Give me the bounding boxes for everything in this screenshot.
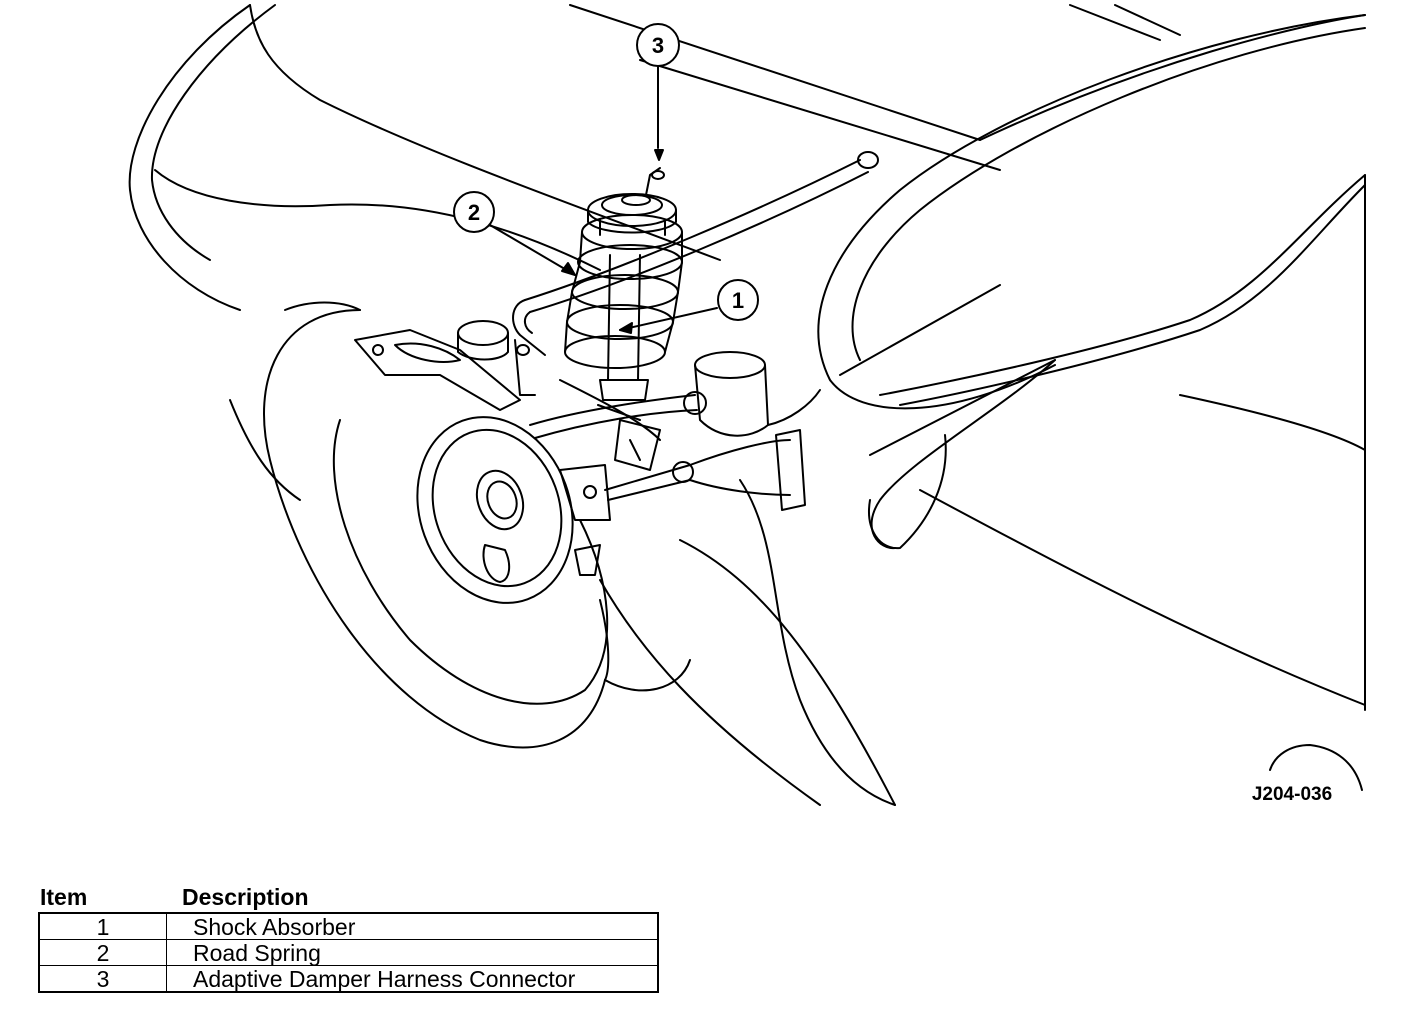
legend-row: 1 Shock Absorber bbox=[38, 912, 659, 940]
callout-2: 2 bbox=[453, 191, 576, 276]
callout-3-number: 3 bbox=[652, 33, 664, 58]
callout-1: 1 bbox=[619, 279, 759, 334]
mounting-bracket bbox=[354, 329, 521, 411]
callout-1-number: 1 bbox=[732, 288, 744, 313]
legend-header-item: Item bbox=[40, 884, 88, 910]
legend-header-description: Description bbox=[182, 884, 309, 910]
upper-arm bbox=[529, 379, 707, 441]
reservoir-cap bbox=[457, 320, 530, 361]
legend: Item Description 1 Shock Absorber 2 Road… bbox=[38, 884, 662, 993]
suspension-diagram: 1 2 3 J204-036 bbox=[128, 4, 1366, 806]
vehicle-body-outline bbox=[128, 4, 1366, 806]
shock-absorber bbox=[597, 219, 666, 421]
legend-item-description: Road Spring bbox=[166, 939, 659, 966]
figure-id-label: J204-036 bbox=[1252, 784, 1332, 805]
legend-item-description: Shock Absorber bbox=[166, 912, 659, 940]
anti-roll-bar bbox=[512, 151, 879, 396]
knuckle-and-lower-arm bbox=[559, 419, 806, 576]
brake-disc bbox=[416, 416, 574, 604]
harness-connector bbox=[645, 149, 665, 196]
callout-3: 3 bbox=[636, 23, 680, 149]
legend-item-number: 3 bbox=[38, 965, 167, 993]
legend-item-number: 1 bbox=[38, 912, 167, 940]
legend-item-number: 2 bbox=[38, 939, 167, 966]
legend-item-description: Adaptive Damper Harness Connector bbox=[166, 965, 659, 993]
legend-row: 2 Road Spring bbox=[38, 939, 659, 966]
top-mount bbox=[587, 193, 677, 234]
tyre bbox=[263, 309, 691, 749]
callout-2-number: 2 bbox=[468, 200, 480, 225]
legend-row: 3 Adaptive Damper Harness Connector bbox=[38, 965, 659, 993]
road-spring bbox=[564, 214, 683, 369]
figure-id: J204-036 bbox=[1252, 744, 1363, 805]
legend-table: 1 Shock Absorber 2 Road Spring 3 Adaptiv… bbox=[38, 912, 659, 993]
legend-header: Item Description bbox=[38, 884, 662, 912]
bump-stop bbox=[694, 351, 821, 437]
